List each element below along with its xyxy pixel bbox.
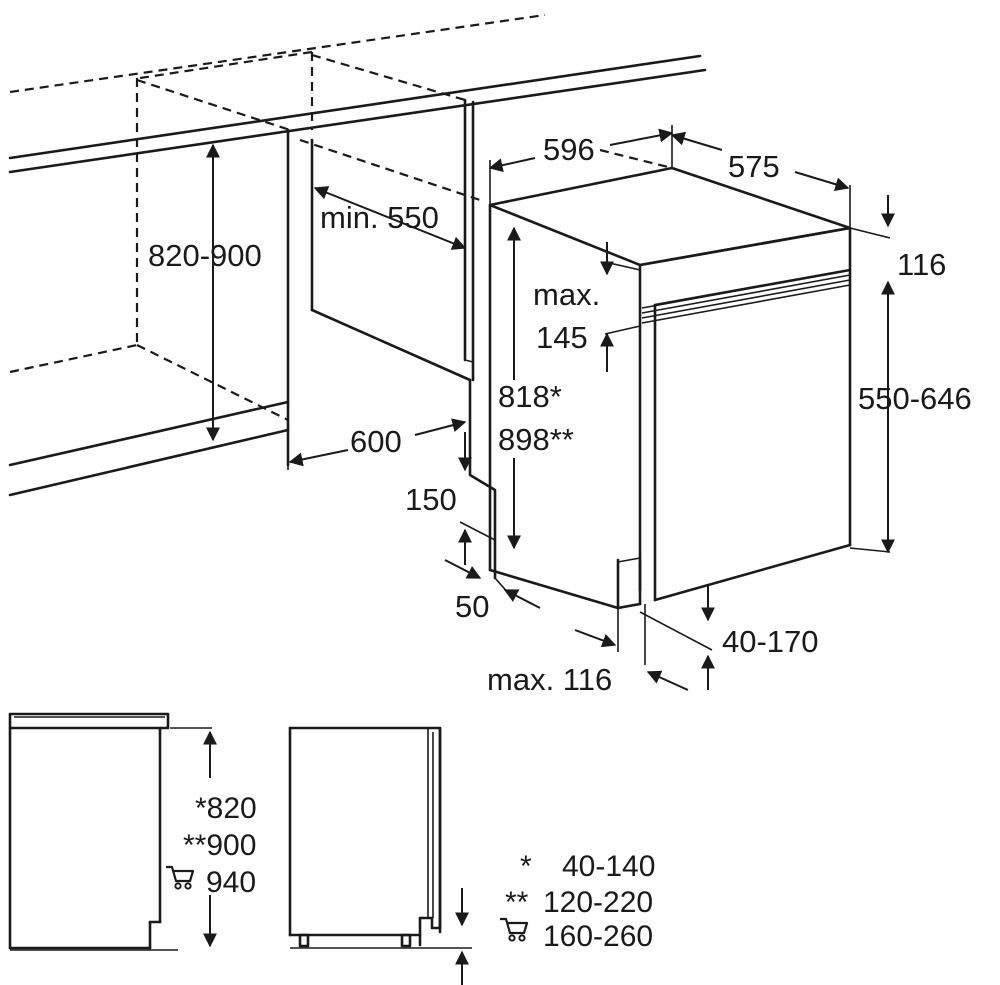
shopping-cart-icon [498,917,529,942]
niche-width-label: 600 [350,424,402,459]
height-label-3: 940 [206,866,256,899]
shopping-cart-icon [164,865,195,890]
plinth-height-label: 150 [405,482,457,517]
foot-range-label: 40-170 [722,624,819,659]
dimension-lines [206,125,895,691]
dimension-labels: 820-900 min. 550 600 596 575 116 max. 14… [148,132,972,697]
body-height-label-2: 898** [498,422,574,457]
niche-depth-label: min. 550 [320,200,439,235]
dishwasher-body [468,166,852,610]
side-view-height-labels: *820 **900 940 [164,792,257,899]
panel-gap-max-label: max. [533,277,600,312]
adjust-marker-1: * [520,850,532,883]
adjust-marker-2: ** [505,886,529,919]
depth-label: 575 [728,149,780,184]
foot-adjustment-labels: * 40-140 ** 120-220 160-260 [498,850,655,953]
width-label: 596 [543,132,595,167]
height-label-2: **900 [183,829,256,862]
plinth-setback-label: max. 116 [487,662,612,697]
side-view-integrated [288,726,472,985]
cabinet-height-label: 820-900 [148,238,262,273]
top-height-label: 116 [897,247,946,282]
adjust-range-1: 40-140 [562,850,655,883]
adjust-range-3: 160-260 [543,920,653,953]
panel-gap-value-label: 145 [536,320,588,355]
plinth-depth-label: 50 [455,589,489,624]
door-panel-height-label: 550-646 [858,381,972,416]
side-view-with-worktop [8,712,217,951]
body-height-label-1: 818* [498,379,562,414]
cabinet-niche [8,13,707,497]
height-label-1: *820 [195,792,257,825]
adjust-range-2: 120-220 [543,886,653,919]
